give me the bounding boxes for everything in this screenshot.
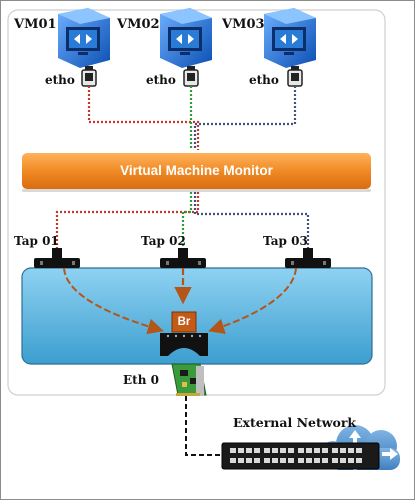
tap-01-label: Tap 01 xyxy=(14,234,59,248)
link-nic-switch xyxy=(185,396,222,456)
vm-03-eth-plug-icon xyxy=(287,66,303,87)
tap-01-connector-icon xyxy=(34,248,80,268)
arrow-tap03-bridge xyxy=(208,267,297,335)
link-vmm-tap02 xyxy=(181,192,193,248)
vm-01-eth-label: etho xyxy=(45,73,75,87)
bridge-label: Br xyxy=(177,316,191,328)
bridge-icon xyxy=(160,333,208,356)
link-vmm-tap01 xyxy=(55,192,200,248)
vm-cube-01-icon xyxy=(58,8,110,68)
external-network-label: External Network xyxy=(233,415,357,430)
tap-02-label: Tap 02 xyxy=(141,234,186,248)
link-vm03-vmm xyxy=(193,86,297,150)
nic-card-icon xyxy=(171,363,207,396)
link-vm01-vmm xyxy=(87,86,200,150)
vm-03-label: VM03 xyxy=(222,17,265,32)
vm-02-label: VM02 xyxy=(117,17,160,32)
vm-03-eth-label: etho xyxy=(249,73,279,87)
vmm-label: Virtual Machine Monitor xyxy=(120,163,273,178)
bridge-box xyxy=(171,311,197,333)
vm-01-eth-plug-icon xyxy=(81,66,97,87)
tap-02-connector-icon xyxy=(160,248,206,268)
vm-cube-03-icon xyxy=(264,8,316,68)
tap-03-label: Tap 03 xyxy=(263,234,308,248)
vm-02-eth-label: etho xyxy=(146,73,176,87)
physical-nic-label: Eth 0 xyxy=(123,373,159,387)
network-switch-icon xyxy=(221,442,380,470)
vmm-bar xyxy=(22,153,371,189)
tap-03-connector-icon xyxy=(285,248,331,268)
vm-cube-02-icon xyxy=(160,8,212,68)
link-vmm-tap03 xyxy=(193,192,310,248)
vm-01-label: VM01 xyxy=(14,17,57,32)
vm-02-eth-plug-icon xyxy=(183,66,199,87)
arrow-tap01-bridge xyxy=(63,267,164,335)
